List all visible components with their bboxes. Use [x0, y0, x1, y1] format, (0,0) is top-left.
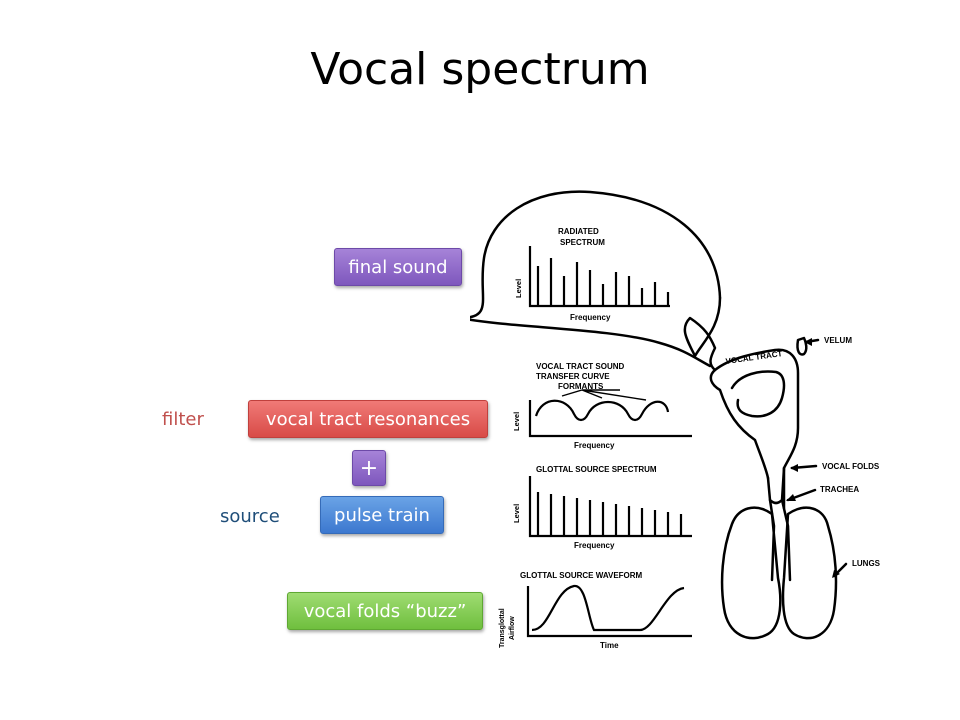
vocal-tract-outline	[713, 348, 800, 510]
glottal-waveform-title: GLOTTAL SOURCE WAVEFORM	[520, 571, 643, 580]
final-sound-box: final sound	[334, 248, 462, 286]
transfer-xlabel: Frequency	[574, 441, 615, 450]
radiated-title-2: SPECTRUM	[560, 238, 605, 247]
vocal-anatomy-diagram: RADIATED SPECTRUM Level Frequency VOCAL …	[470, 190, 881, 650]
vocal-tract-resonances-box: vocal tract resonances	[248, 400, 488, 438]
spectrum-axis	[528, 476, 692, 538]
radiated-ylabel: Level	[514, 279, 523, 298]
transfer-curve	[528, 389, 692, 438]
spectrum-axis	[528, 246, 670, 308]
transfer-title-2: TRANSFER CURVE	[536, 372, 610, 381]
vocal-tract-inner	[730, 370, 786, 418]
glottal-spectrum-bars	[528, 476, 692, 538]
radiated-bubble	[470, 190, 722, 319]
vocal-folds-label: VOCAL FOLDS	[822, 462, 880, 471]
plus-box: +	[352, 450, 386, 486]
lungs-label: LUNGS	[852, 559, 881, 568]
larynx	[766, 466, 786, 505]
waveform-ylabel-2: Airflow	[509, 616, 516, 640]
velum-label: VELUM	[824, 336, 852, 345]
radiated-xlabel: Frequency	[570, 313, 611, 322]
glottal-waveform	[526, 584, 692, 638]
vocal-tract-label: VOCAL TRACT	[725, 349, 783, 366]
head-profile	[683, 296, 770, 480]
filter-label: filter	[162, 409, 204, 430]
pulse-train-box: pulse train	[320, 496, 444, 534]
source-label: source	[220, 506, 280, 527]
glottal-waveform-xlabel: Time	[600, 641, 619, 650]
page-title: Vocal spectrum	[310, 44, 650, 95]
transfer-title-3: FORMANTS	[558, 382, 604, 391]
glottal-spectrum-xlabel: Frequency	[574, 541, 615, 550]
left-lung	[720, 506, 782, 640]
transfer-title-1: VOCAL TRACT SOUND	[536, 362, 625, 371]
radiated-spectrum-bars	[528, 246, 670, 308]
transfer-ylabel: Level	[512, 412, 521, 431]
waveform-ylabel-1: Transglottal	[499, 608, 506, 648]
glottal-spectrum-title: GLOTTAL SOURCE SPECTRUM	[536, 465, 657, 474]
velum-shape	[796, 336, 808, 356]
glottal-spectrum-ylabel: Level	[512, 504, 521, 523]
trachea-label: TRACHEA	[820, 485, 859, 494]
radiated-title-1: RADIATED	[558, 227, 599, 236]
radiated-bubble-lower	[470, 318, 712, 368]
vocal-folds-buzz-box: vocal folds “buzz”	[287, 592, 483, 630]
right-lung	[781, 506, 838, 640]
